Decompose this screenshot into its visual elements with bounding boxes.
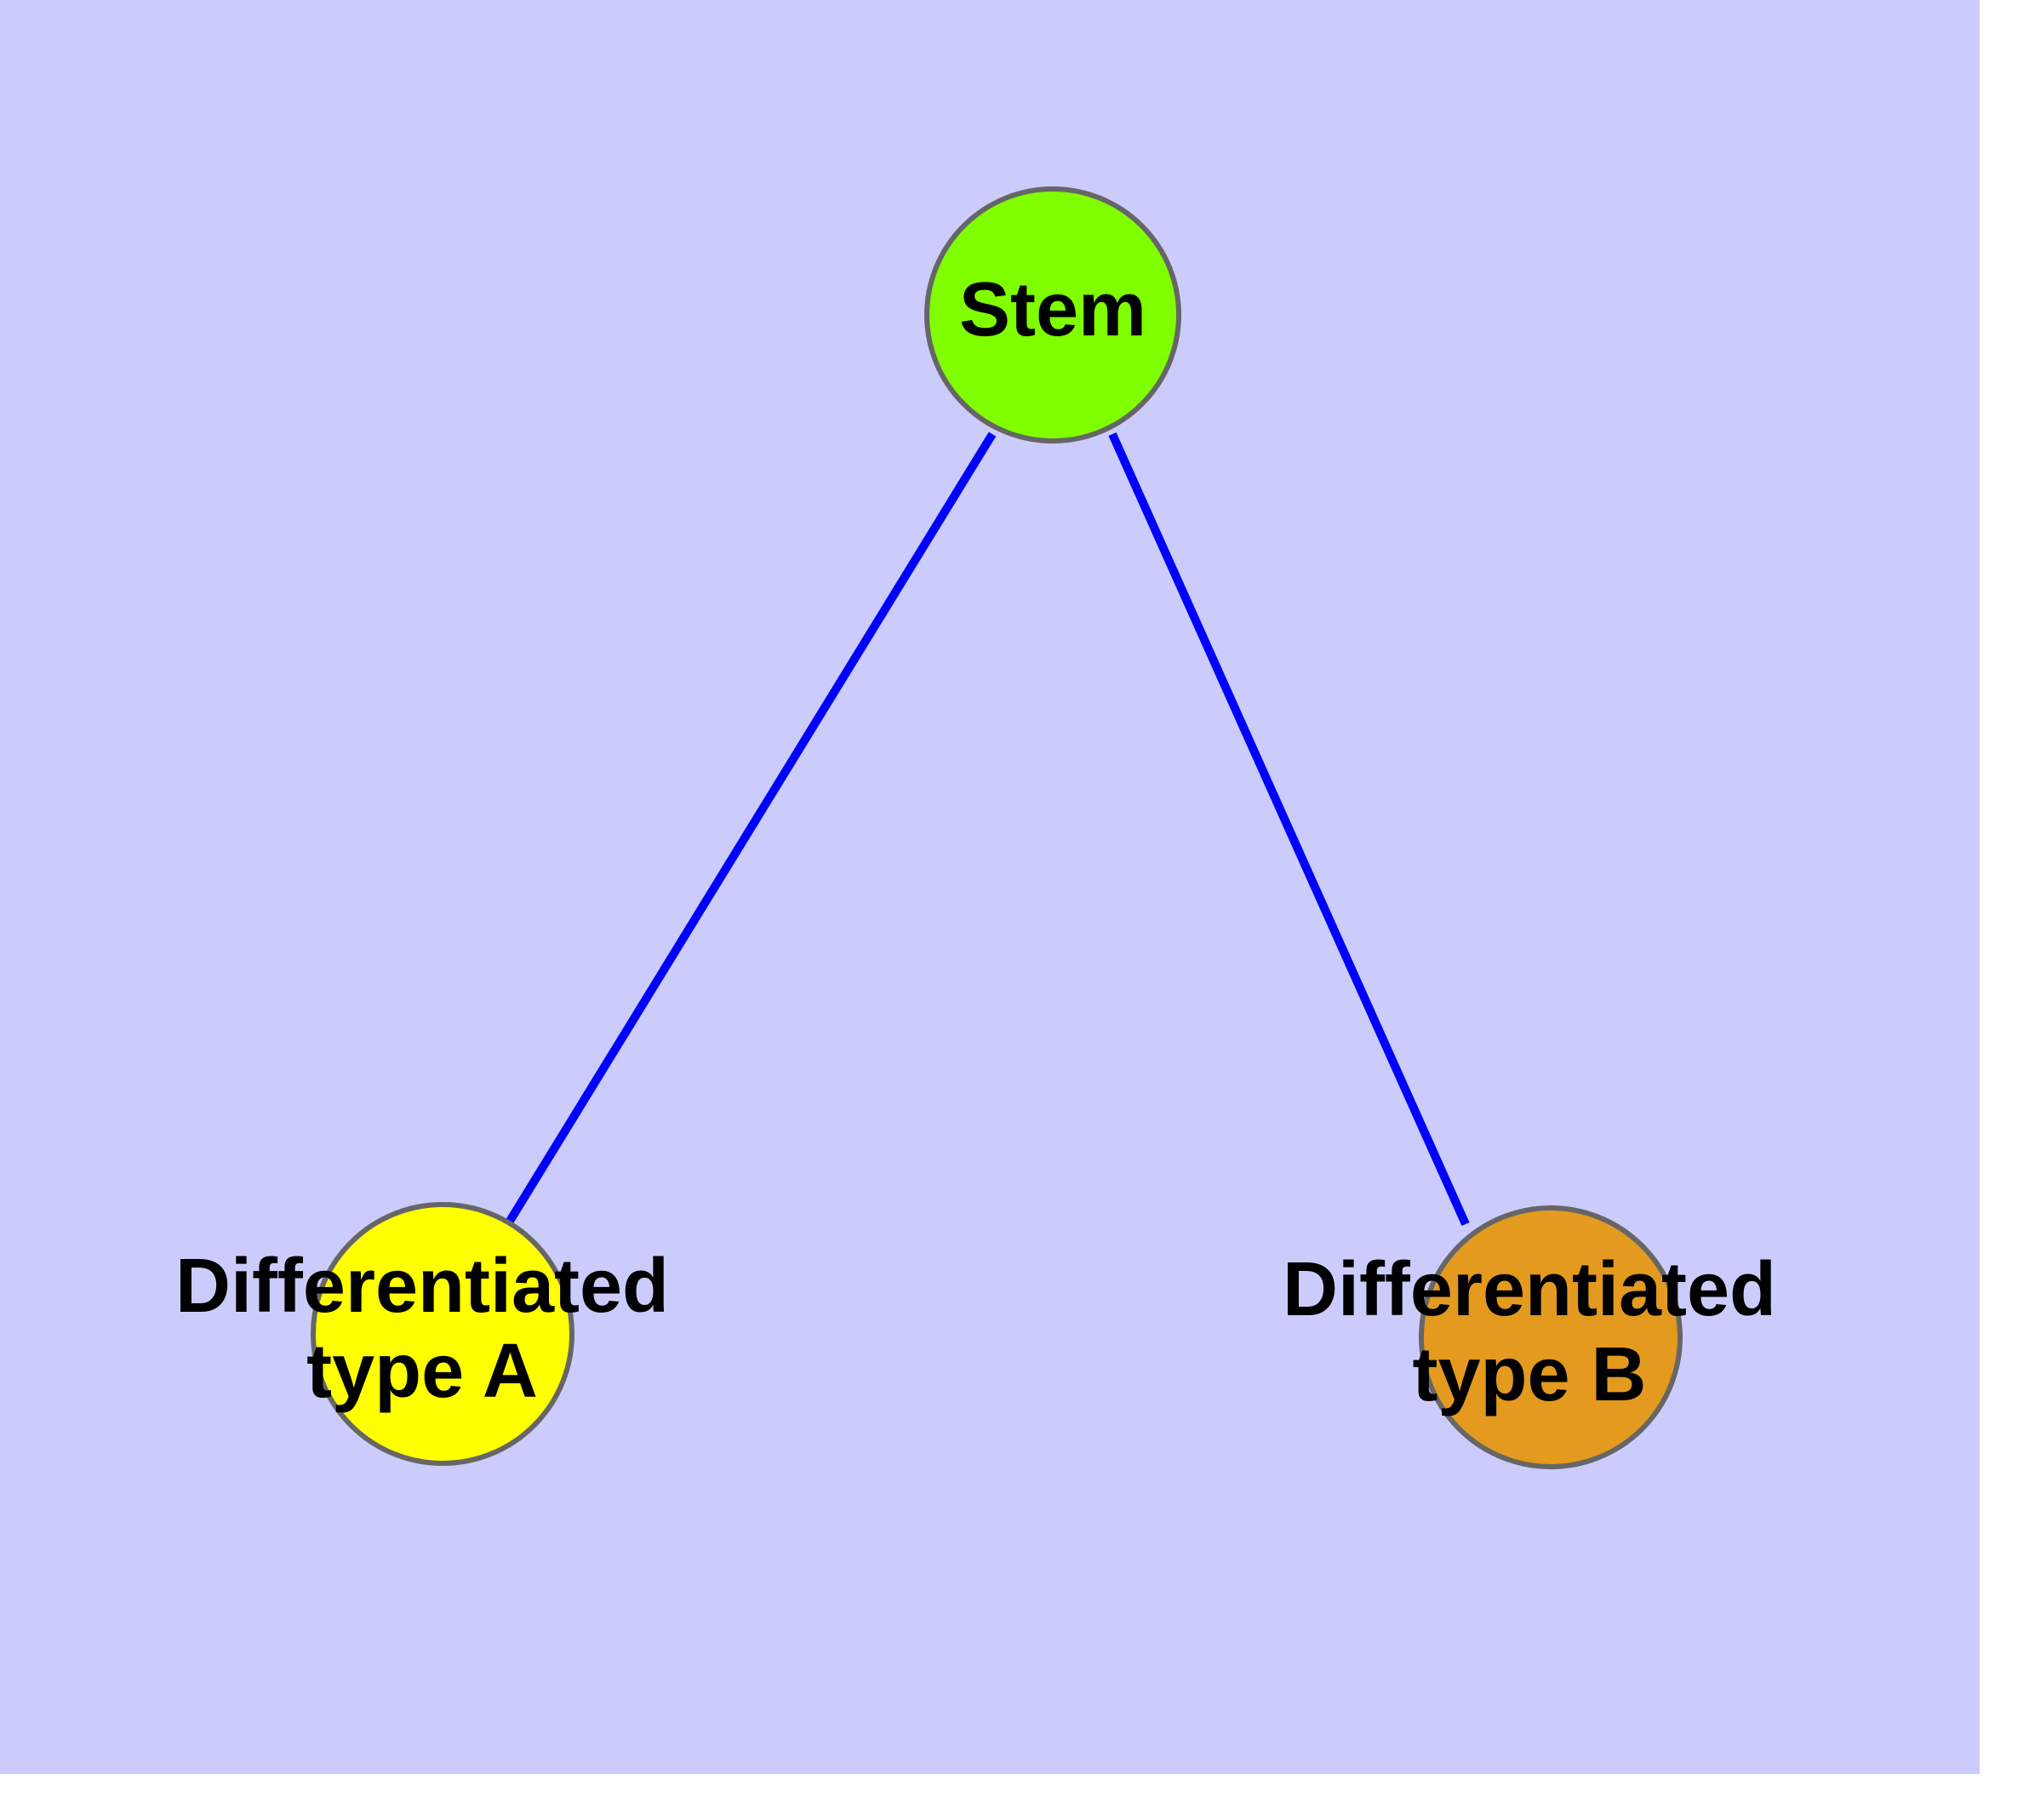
- node-circle-diff_b[interactable]: [1419, 1205, 1683, 1469]
- node-label-line: type A: [306, 1329, 538, 1414]
- node-label-line: Differentiated: [1283, 1247, 1776, 1332]
- node-label-line: Stem: [959, 267, 1146, 352]
- node-label-stem: Stem: [959, 267, 1146, 352]
- node-label-line: type B: [1412, 1332, 1646, 1417]
- edge-stem-diff_b[interactable]: [1108, 432, 1470, 1227]
- node-circle-stem[interactable]: [924, 186, 1181, 444]
- node-label-line: Differentiated: [175, 1244, 669, 1329]
- edge-stem-diff_a[interactable]: [505, 432, 997, 1225]
- edges-group: [505, 432, 1470, 1227]
- node-stem[interactable]: Stem: [924, 186, 1181, 444]
- node-circle-diff_a[interactable]: [311, 1202, 574, 1466]
